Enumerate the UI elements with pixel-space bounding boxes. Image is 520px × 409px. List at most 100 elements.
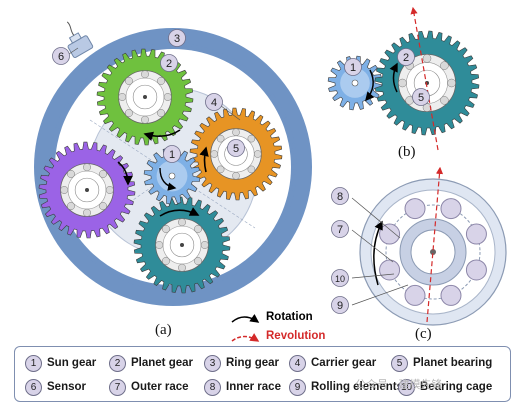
rolling-element xyxy=(163,93,172,101)
legend-label: Sun gear xyxy=(47,357,97,369)
legend-label: Carrier gear xyxy=(311,357,377,369)
legend-item: 5 Planet bearing xyxy=(391,353,492,373)
legend-number: 3 xyxy=(204,354,221,372)
legend-item: 8 Inner race xyxy=(204,377,281,397)
component-marker: 2 xyxy=(397,48,415,66)
rolling-element xyxy=(232,128,240,137)
marker-number: 1 xyxy=(169,149,175,161)
marker-number: 4 xyxy=(211,97,217,109)
legend-number: 5 xyxy=(391,354,408,372)
rolling-element xyxy=(440,198,462,220)
panel-a-gearbox xyxy=(34,21,312,306)
component-marker: 4 xyxy=(205,93,223,111)
panel-label-b: (b) xyxy=(398,144,416,160)
legend-item: 3 Ring gear xyxy=(204,353,279,373)
rolling-element xyxy=(105,186,114,194)
legend-label: Outer race xyxy=(131,381,189,393)
component-marker: 7 xyxy=(331,220,349,238)
rolling-element xyxy=(465,223,487,245)
marker-number: 5 xyxy=(233,143,239,155)
legend-item: 4 Carrier gear xyxy=(289,353,376,373)
rotation-arrow-green xyxy=(143,129,181,141)
legend-label: Planet gear xyxy=(131,357,193,369)
marker-number: 2 xyxy=(166,58,172,70)
legend-number: 9 xyxy=(289,378,306,396)
rolling-element xyxy=(83,163,91,172)
rolling-element xyxy=(465,259,487,281)
revolution-path-b xyxy=(410,6,439,151)
planet-gear-left xyxy=(38,141,136,239)
legend-item: 9 Rolling elements xyxy=(289,377,403,397)
rotation-key-symbol xyxy=(231,313,260,323)
component-marker: 2 xyxy=(160,54,178,72)
panel-label-a: (a) xyxy=(155,322,172,338)
rolling-element xyxy=(194,257,203,266)
rotation-arrow-b-sun xyxy=(365,69,375,102)
rotation-key-label: Rotation xyxy=(266,311,313,323)
rolling-element xyxy=(141,115,149,124)
rolling-element xyxy=(440,61,449,70)
sensor xyxy=(66,21,94,58)
rolling-element xyxy=(398,78,407,88)
legend-number: 4 xyxy=(289,354,306,372)
rolling-element xyxy=(200,241,209,249)
rolling-element xyxy=(157,76,166,85)
rolling-element xyxy=(422,54,432,63)
rolling-element xyxy=(60,186,69,194)
marker-number: 10 xyxy=(335,274,345,284)
rolling-element xyxy=(379,259,401,281)
bearing-cage xyxy=(385,204,481,300)
rotation-key: Rotation xyxy=(266,311,313,323)
marker-number: 3 xyxy=(174,33,180,45)
legend-label: Bearing cage xyxy=(420,381,493,393)
rolling-element xyxy=(447,78,456,88)
legend-label: Rolling elements xyxy=(311,381,404,393)
revolution-path-c xyxy=(426,166,444,323)
legend-label: Ring gear xyxy=(226,357,280,369)
rolling-element xyxy=(66,169,75,178)
marker-number: 9 xyxy=(337,300,343,312)
marker-number: 8 xyxy=(337,191,343,203)
motion-key xyxy=(231,313,260,342)
component-marker: 5 xyxy=(227,139,245,157)
rolling-element xyxy=(178,218,186,227)
component-marker: 8 xyxy=(331,187,349,205)
component-marker: 6 xyxy=(52,47,70,65)
rolling-element xyxy=(124,109,133,118)
component-marker: 3 xyxy=(168,29,186,47)
rolling-element xyxy=(178,263,186,272)
component-marker: 1 xyxy=(163,145,181,163)
marker-number: 1 xyxy=(350,62,356,74)
rolling-element xyxy=(247,165,256,174)
rolling-elements xyxy=(379,198,487,306)
planet-gear-top xyxy=(96,48,194,146)
panel-label-c: (c) xyxy=(415,326,432,342)
rolling-element xyxy=(247,134,256,143)
legend-label: Inner race xyxy=(226,381,281,393)
rolling-element xyxy=(210,150,219,158)
revolution-key: Revolution xyxy=(266,330,325,342)
rolling-element xyxy=(216,165,225,174)
marker-number: 7 xyxy=(337,224,343,236)
revolution-key-symbol xyxy=(231,333,260,342)
rolling-element xyxy=(118,93,127,101)
rolling-element xyxy=(440,96,449,105)
rolling-element xyxy=(124,76,133,85)
component-marker: 1 xyxy=(344,58,362,76)
legend-number: 8 xyxy=(204,378,221,396)
rolling-element xyxy=(379,223,401,245)
legend-number: 2 xyxy=(109,354,126,372)
panel-b-mesh xyxy=(327,6,480,151)
rolling-element xyxy=(99,169,108,178)
rolling-element xyxy=(99,202,108,211)
rolling-element xyxy=(141,70,149,79)
rotation-arrow-c xyxy=(373,220,383,286)
component-marker: 5 xyxy=(412,88,430,106)
component-marker: 9 xyxy=(331,296,349,314)
rotation-arrow-sun xyxy=(159,167,177,191)
legend-label: Planet bearing xyxy=(413,357,493,369)
